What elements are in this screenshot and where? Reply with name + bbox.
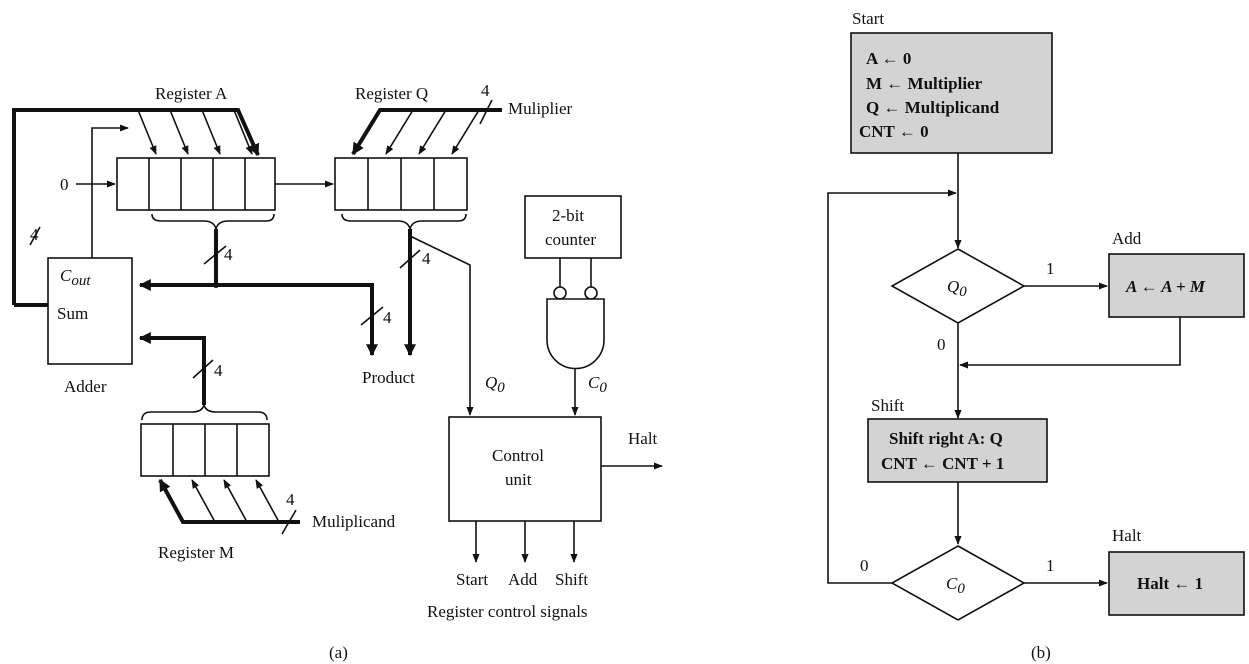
q0-label: Q0 [485, 373, 505, 396]
control-line2: unit [505, 470, 532, 489]
bus-width-a: 4 [224, 245, 233, 264]
c0-branch-zero: 0 [860, 556, 869, 575]
decision-q0-label: Q0 [947, 277, 967, 300]
caption-b: (b) [1031, 643, 1051, 662]
init-line-3: Q ← Multiplicand [866, 98, 1000, 117]
and-gate [546, 298, 605, 370]
multiplier-label: Muliplier [508, 99, 573, 118]
signal-start: Start [456, 570, 488, 589]
counter-line2: counter [545, 230, 596, 249]
init-line-1: A ← 0 [866, 49, 911, 68]
c0-label: C0 [588, 373, 607, 396]
register-m [140, 423, 300, 535]
bus-width-q: 4 [422, 249, 431, 268]
shift-state-label: Shift [871, 396, 904, 415]
init-line-2: M ← Multiplier [866, 74, 983, 93]
signal-shift: Shift [555, 570, 588, 589]
figure-a-datapath: Register A 4 0 Register Q 4 Muliplier [12, 81, 663, 662]
adder-block [47, 257, 133, 365]
signal-add: Add [508, 570, 538, 589]
shift-box [867, 418, 1048, 483]
add-action: A ← A + M [1125, 277, 1206, 296]
register-q-brace [341, 213, 467, 230]
shift-action-2: CNT ← CNT + 1 [881, 454, 1004, 473]
product-label: Product [362, 368, 415, 387]
register-q-label: Register Q [355, 84, 428, 103]
decision-c0 [890, 545, 1026, 621]
adder-label: Adder [64, 377, 107, 396]
register-m-brace [141, 402, 268, 421]
signals-caption: Register control signals [427, 602, 588, 621]
halt-output-label: Halt [628, 429, 658, 448]
c0-branch-one: 1 [1046, 556, 1055, 575]
init-box [850, 32, 1053, 154]
shift-action-1: Shift right A: Q [889, 429, 1003, 448]
add-state-label: Add [1112, 229, 1142, 248]
bus-width-product: 4 [383, 308, 392, 327]
halt-state-label: Halt [1112, 526, 1142, 545]
bus-width-m: 4 [214, 361, 223, 380]
figure-b-flowchart: Start A ← 0 M ← Multiplier Q ← Multiplic… [827, 9, 1245, 662]
control-unit [448, 416, 602, 522]
q0-branch-one: 1 [1046, 259, 1055, 278]
register-q [334, 99, 502, 211]
start-state-label: Start [852, 9, 884, 28]
init-line-4: CNT ← 0 [859, 122, 929, 141]
multiplicand-label: Muliplicand [312, 512, 396, 531]
halt-action: Halt ← 1 [1137, 574, 1203, 593]
counter-line1: 2-bit [552, 206, 584, 225]
q0-branch-zero: 0 [937, 335, 946, 354]
halt-box [1108, 551, 1245, 616]
feedback-bus-width: 4 [30, 225, 39, 244]
register-a [12, 108, 276, 305]
multiplicand-width: 4 [286, 490, 295, 509]
control-line1: Control [492, 446, 544, 465]
adder-cout-label: Cout [60, 266, 91, 289]
register-m-label: Register M [158, 543, 234, 562]
two-bit-counter [524, 195, 622, 259]
caption-a: (a) [329, 643, 348, 662]
adder-sum-label: Sum [57, 304, 88, 323]
decision-c0-label: C0 [946, 574, 965, 597]
register-a-brace [151, 213, 275, 230]
register-a-label: Register A [155, 84, 228, 103]
add-box [1108, 253, 1245, 318]
zero-input-label: 0 [60, 175, 69, 194]
multiplier-width: 4 [481, 81, 490, 100]
